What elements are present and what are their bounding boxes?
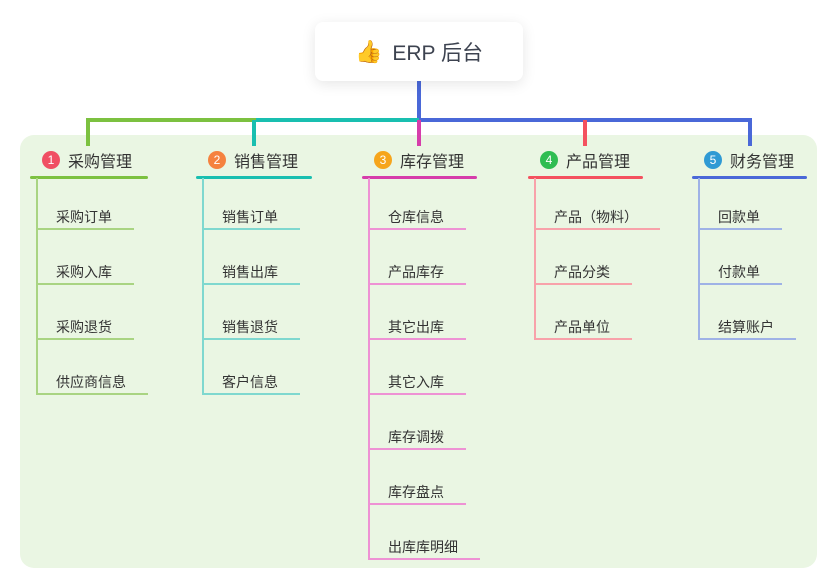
badge-2-icon: 2 (208, 150, 226, 169)
branch-underline (30, 176, 148, 179)
badge-1-icon: 1 (42, 150, 60, 169)
connector-horizontal-teal (256, 118, 419, 122)
node-item[interactable]: 产品库存 (368, 261, 466, 285)
branch-label: 产品管理 (566, 153, 631, 171)
node-item[interactable]: 结算账户 (698, 316, 796, 340)
root-stem-connector (417, 81, 421, 120)
node-item[interactable]: 采购订单 (36, 206, 134, 230)
branch-label: 财务管理 (730, 153, 795, 171)
branch-label: 库存管理 (400, 153, 465, 171)
branches-background-panel (20, 135, 817, 568)
branch-header-product[interactable]: 4 产品管理 (540, 146, 630, 173)
root-node[interactable]: 👍 ERP 后台 (315, 22, 523, 81)
connector-horizontal-green (86, 118, 256, 122)
node-item[interactable]: 付款单 (698, 261, 782, 285)
node-item[interactable]: 客户信息 (202, 371, 300, 395)
branch-sales: 2 销售管理 销售订单 销售出库 销售退货 客户信息 (196, 146, 312, 566)
node-item[interactable]: 采购入库 (36, 261, 134, 285)
node-item[interactable]: 销售出库 (202, 261, 300, 285)
connector-drop-finance (748, 118, 752, 146)
branch-product: 4 产品管理 产品（物料） 产品分类 产品单位 (528, 146, 660, 566)
node-item[interactable]: 采购退货 (36, 316, 134, 340)
node-item[interactable]: 仓库信息 (368, 206, 466, 230)
root-node-label: ERP 后台 (392, 41, 484, 65)
branch-purchase: 1 采购管理 采购订单 采购入库 采购退货 供应商信息 (30, 146, 148, 566)
node-item[interactable]: 出库库明细 (368, 536, 480, 560)
connector-drop-sales (252, 120, 256, 146)
badge-4-icon: 4 (540, 150, 558, 169)
branch-underline (692, 176, 807, 179)
node-item[interactable]: 库存调拨 (368, 426, 466, 450)
badge-3-icon: 3 (374, 150, 392, 169)
connector-drop-purchase (86, 118, 90, 146)
branch-underline (196, 176, 312, 179)
node-item[interactable]: 销售订单 (202, 206, 300, 230)
branch-inventory: 3 库存管理 仓库信息 产品库存 其它出库 其它入库 库存调拨 库存盘点 出库库… (362, 146, 480, 566)
branch-label: 销售管理 (234, 153, 299, 171)
node-item[interactable]: 产品单位 (534, 316, 632, 340)
badge-5-icon: 5 (704, 150, 722, 169)
node-item[interactable]: 产品（物料） (534, 206, 660, 230)
branch-header-purchase[interactable]: 1 采购管理 (42, 146, 132, 173)
connector-drop-product (583, 120, 587, 146)
branch-header-sales[interactable]: 2 销售管理 (208, 146, 298, 173)
thumbs-up-icon: 👍 (354, 38, 383, 64)
branch-header-inventory[interactable]: 3 库存管理 (374, 146, 464, 173)
branch-children-line (202, 178, 204, 394)
branch-children-line (368, 178, 370, 559)
branch-header-finance[interactable]: 5 财务管理 (704, 146, 794, 173)
node-item[interactable]: 库存盘点 (368, 481, 466, 505)
node-item[interactable]: 产品分类 (534, 261, 632, 285)
node-item[interactable]: 回款单 (698, 206, 782, 230)
branch-label: 采购管理 (68, 153, 133, 171)
branch-underline (528, 176, 643, 179)
branch-children-line (698, 178, 700, 339)
node-item[interactable]: 其它入库 (368, 371, 466, 395)
connector-drop-inventory (417, 120, 421, 146)
node-item[interactable]: 其它出库 (368, 316, 466, 340)
node-item[interactable]: 供应商信息 (36, 371, 148, 395)
branch-children-line (36, 178, 38, 394)
node-item[interactable]: 销售退货 (202, 316, 300, 340)
branch-finance: 5 财务管理 回款单 付款单 结算账户 (692, 146, 807, 566)
branch-children-line (534, 178, 536, 339)
branch-underline (362, 176, 477, 179)
